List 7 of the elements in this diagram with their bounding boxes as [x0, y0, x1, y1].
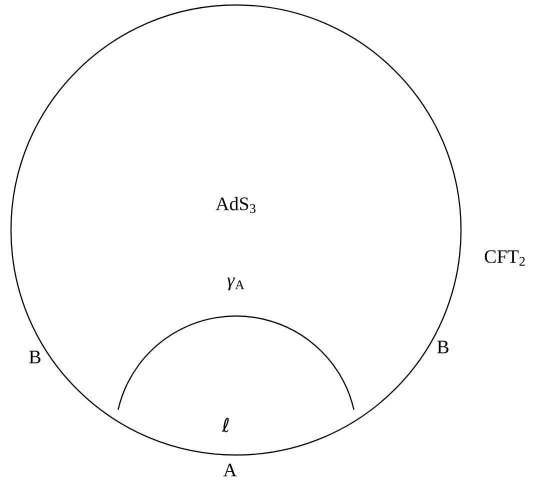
curve-label: γ$_{A}$ — [227, 278, 244, 290]
region-label: B — [29, 350, 40, 364]
interval-label: ℓ — [222, 418, 229, 432]
boundary-label: CFT$_{2}$ — [484, 250, 525, 266]
region-label: A — [223, 464, 237, 476]
region-label: AdS$_{3}$ — [216, 196, 256, 214]
region-label: B — [437, 340, 448, 354]
